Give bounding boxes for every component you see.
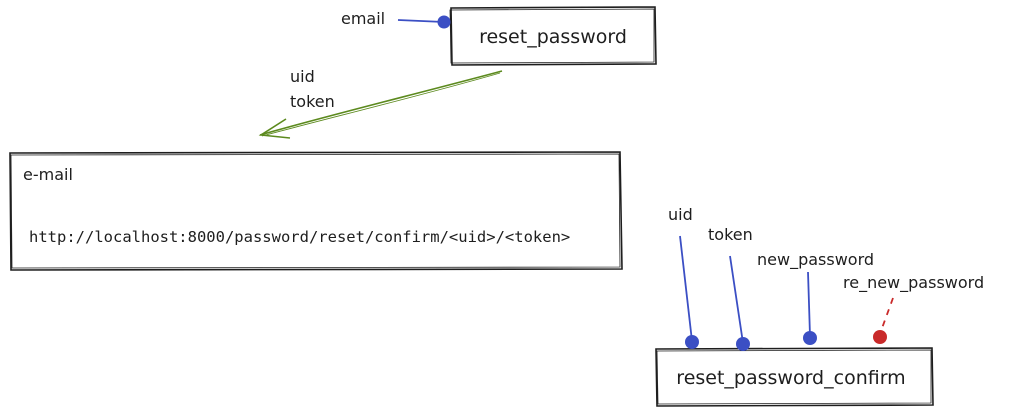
reset-password-box-sketch	[449, 8, 655, 64]
arrow-shaft-sketch	[261, 72, 501, 137]
confirm-input-token: token	[708, 225, 753, 351]
arrow-head	[258, 118, 291, 139]
confirm-input-uid: uid	[668, 205, 699, 349]
confirm-input-new-password-line	[807, 271, 811, 337]
confirm-input-token-label: token	[708, 225, 753, 244]
reset-password-confirm-node: reset_password_confirm	[655, 347, 934, 407]
flow-token-label: token	[290, 92, 335, 111]
email-input-line	[397, 19, 445, 23]
reset-password-node: reset_password	[449, 6, 657, 66]
confirm-input-new-password: new_password	[757, 250, 874, 345]
confirm-input-token-dot	[736, 337, 750, 351]
reset-password-title: reset_password	[479, 26, 627, 48]
confirm-input-uid-dot	[685, 335, 699, 349]
confirm-input-uid-label: uid	[668, 205, 693, 224]
confirm-input-new-password-dot	[803, 331, 817, 345]
email-input-dot	[437, 15, 451, 29]
flow-uid-label: uid	[290, 67, 315, 86]
email-sent-arrow	[258, 70, 503, 139]
email-box-sketch	[10, 153, 621, 269]
confirm-input-token-line	[729, 255, 744, 344]
confirm-input-uid-line	[679, 235, 693, 342]
confirm-input-re-new-password-line	[880, 297, 894, 332]
confirm-input-new-password-label: new_password	[757, 250, 874, 270]
reset-password-confirm-box-sketch	[656, 349, 932, 405]
email-box-title: e-mail	[23, 165, 73, 184]
arrow-shaft	[259, 70, 503, 136]
confirm-input-re-new-password: re_new_password	[843, 273, 984, 344]
email-input-label: email	[341, 9, 385, 28]
confirm-input-re-new-password-dot	[873, 330, 887, 344]
reset-confirm-url: http://localhost:8000/password/reset/con…	[29, 228, 570, 246]
email-input-connector: email	[341, 9, 451, 29]
email-message-node: e-mail http://localhost:8000/password/re…	[9, 151, 623, 271]
reset-password-box	[450, 6, 657, 66]
reset-password-confirm-title: reset_password_confirm	[676, 367, 905, 389]
email-box	[9, 151, 623, 271]
confirm-input-re-new-password-label: re_new_password	[843, 273, 984, 293]
reset-password-confirm-box	[655, 347, 934, 407]
